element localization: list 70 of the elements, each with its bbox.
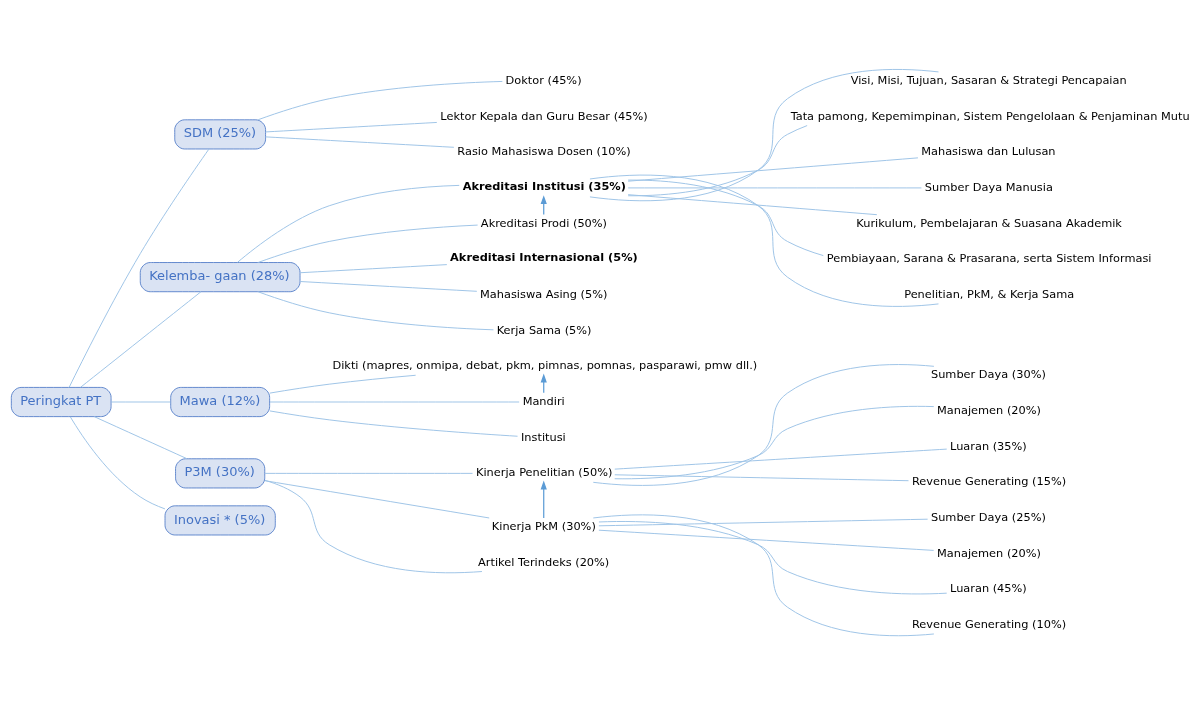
connector (68, 148, 210, 388)
connector (257, 80, 503, 120)
connector (589, 68, 939, 201)
connector (110, 401, 172, 402)
connector (299, 263, 448, 273)
connector (614, 448, 948, 470)
node-text: Akreditasi Internasional (5%) (450, 249, 638, 264)
connector (265, 121, 438, 132)
node-box: Inovasi * (5%) (164, 504, 276, 535)
node-text: Penelitian, PkM, & Kerja Sama (904, 286, 1075, 301)
connector (80, 290, 202, 388)
node-text: Artikel Terindeks (20%) (478, 554, 610, 569)
connector (614, 473, 909, 481)
connector (627, 156, 919, 182)
node-text: Revenue Generating (10%) (911, 616, 1067, 631)
connector (237, 184, 460, 263)
connector (627, 186, 922, 188)
node-box: P3M (30%) (175, 457, 266, 488)
node-text: Mandiri (522, 393, 565, 408)
node-text: Revenue Generating (15%) (911, 473, 1067, 488)
connector (627, 193, 878, 215)
node-text: Sumber Daya Manusia (924, 179, 1053, 194)
connector (265, 135, 455, 148)
arrow (540, 480, 547, 519)
connector (299, 280, 478, 292)
node-text: Mahasiswa dan Lulusan (921, 143, 1056, 158)
node-text: Visi, Misi, Tujuan, Sasaran & Strategi Pencapaian (850, 72, 1127, 87)
connector (598, 529, 935, 551)
node-text: Akreditasi Institusi (35%) (462, 178, 626, 193)
node-text: Kurikulum, Pembelajaran & Suasana Akademik (856, 215, 1122, 230)
node-text: Pembiayaan, Sarana & Prasarana, serta Sistem Informasi (826, 250, 1152, 265)
node-text: Sumber Daya (30%) (930, 366, 1046, 381)
node-text: Kinerja PkM (30%) (491, 518, 596, 533)
node-text: Institusi (521, 429, 566, 444)
connector (257, 224, 479, 263)
connector (614, 405, 935, 479)
node-text: Dikti (mapres, onmipa, debat, pkm, pimnas, pomnas, pasparawi, pmw dll.) (332, 357, 758, 372)
node-text: Lektor Kepala dan Guru Besar (45%) (440, 108, 648, 123)
node-text: Luaran (45%) (950, 580, 1027, 595)
node-text: Luaran (35%) (950, 438, 1027, 453)
node-box: Kelemba- gaan (28%) (139, 261, 301, 292)
node-text: Kerja Sama (5%) (496, 322, 592, 337)
connector (264, 479, 483, 573)
connector (269, 409, 518, 437)
connector (257, 290, 494, 330)
connector (627, 179, 824, 256)
connector (598, 520, 948, 594)
node-box: Peringkat PT (10, 386, 112, 417)
connector (627, 124, 808, 196)
connector (264, 472, 473, 474)
node-text: Manajemen (20%) (937, 545, 1041, 560)
connector (93, 415, 188, 459)
node-text: Mahasiswa Asing (5%) (480, 286, 608, 301)
node-text: Manajemen (20%) (937, 402, 1041, 417)
node-text: Akreditasi Prodi (50%) (480, 215, 608, 230)
node-text: Tata pamong, Kepemimpinan, Sistem Pengelolaan & Penjaminan Mutu (790, 108, 1190, 123)
node-text: Doktor (45%) (505, 72, 582, 87)
connector (592, 363, 935, 486)
connector (264, 479, 490, 518)
node-text: Rasio Mahasiswa Dosen (10%) (457, 143, 631, 158)
node-text: Sumber Daya (25%) (930, 509, 1046, 524)
node-text: Kinerja Penelitian (50%) (476, 464, 613, 479)
node-box: Mawa (12%) (170, 386, 271, 417)
connector (269, 401, 520, 402)
connector (69, 415, 166, 509)
connector (589, 174, 939, 307)
node-box: SDM (25%) (174, 118, 266, 149)
connector (592, 513, 935, 636)
connector (598, 518, 929, 526)
connector (269, 374, 417, 394)
